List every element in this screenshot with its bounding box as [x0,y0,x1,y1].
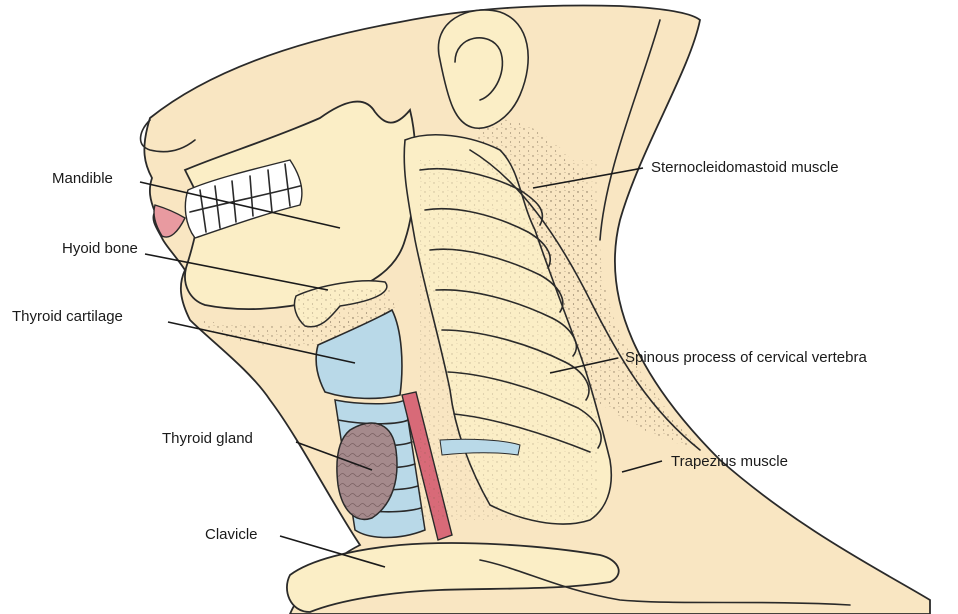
label-spinous-process: Spinous process of cervical vertebra [625,349,867,366]
label-mandible: Mandible [52,170,113,187]
label-trapezius: Trapezius muscle [671,453,788,470]
label-hyoid-bone: Hyoid bone [62,240,138,257]
label-sternocleidomastoid: Sternocleidomastoid muscle [651,159,839,176]
label-thyroid-cartilage: Thyroid cartilage [12,308,123,325]
label-thyroid-gland: Thyroid gland [162,430,253,447]
cervical-vertebrae [404,135,611,524]
label-clavicle: Clavicle [205,526,258,543]
